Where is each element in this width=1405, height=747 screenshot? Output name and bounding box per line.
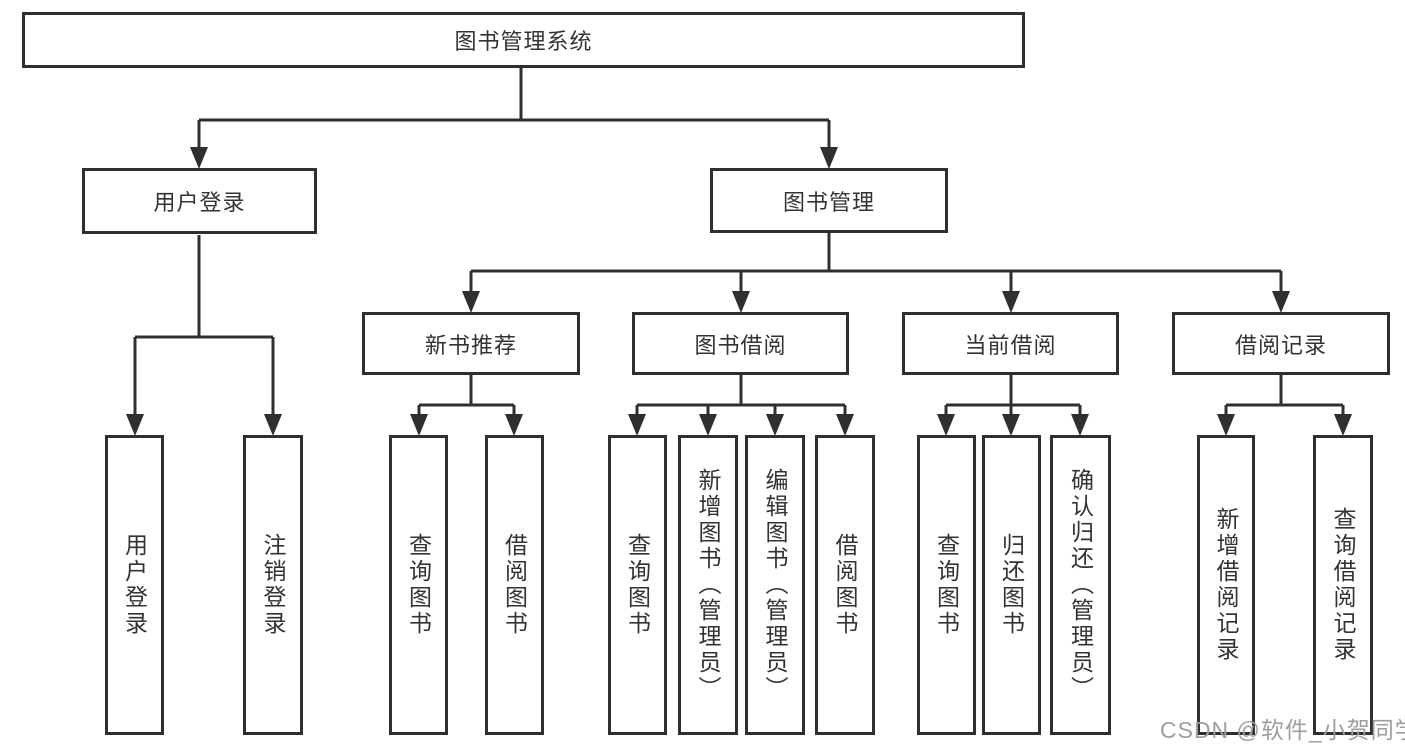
leaf-query-books-recommend: 查询图书: [389, 435, 448, 735]
leaf-query-books-current: 查询图书: [917, 435, 976, 735]
node-borrowing-records: 借阅记录: [1172, 312, 1390, 375]
node-library-system: 图书管理系统: [22, 12, 1025, 68]
node-user-login: 用户登录: [82, 168, 317, 234]
leaf-query-borrow-record: 查询借阅记录: [1313, 435, 1373, 735]
leaf-add-borrow-record: 新增借阅记录: [1197, 435, 1255, 735]
node-book-management: 图书管理: [710, 168, 948, 233]
leaf-add-books-admin: 新增图书（管理员）: [678, 435, 738, 735]
leaf-query-books-borrow: 查询图书: [608, 435, 667, 735]
leaf-return-books: 归还图书: [982, 435, 1041, 735]
node-current-borrowing: 当前借阅: [902, 312, 1119, 375]
leaf-borrow-books-recommend: 借阅图书: [485, 435, 544, 735]
leaf-edit-books-admin: 编辑图书（管理员）: [745, 435, 805, 735]
watermark: CSDN @软件_小贺同学: [1160, 717, 1405, 743]
leaf-logout: 注销登录: [243, 435, 303, 735]
leaf-user-login: 用户登录: [105, 435, 164, 735]
node-new-book-recommend: 新书推荐: [362, 312, 580, 375]
leaf-confirm-return-admin: 确认归还（管理员）: [1050, 435, 1111, 735]
leaf-borrow-books: 借阅图书: [815, 435, 875, 735]
node-book-borrowing: 图书借阅: [632, 312, 849, 375]
